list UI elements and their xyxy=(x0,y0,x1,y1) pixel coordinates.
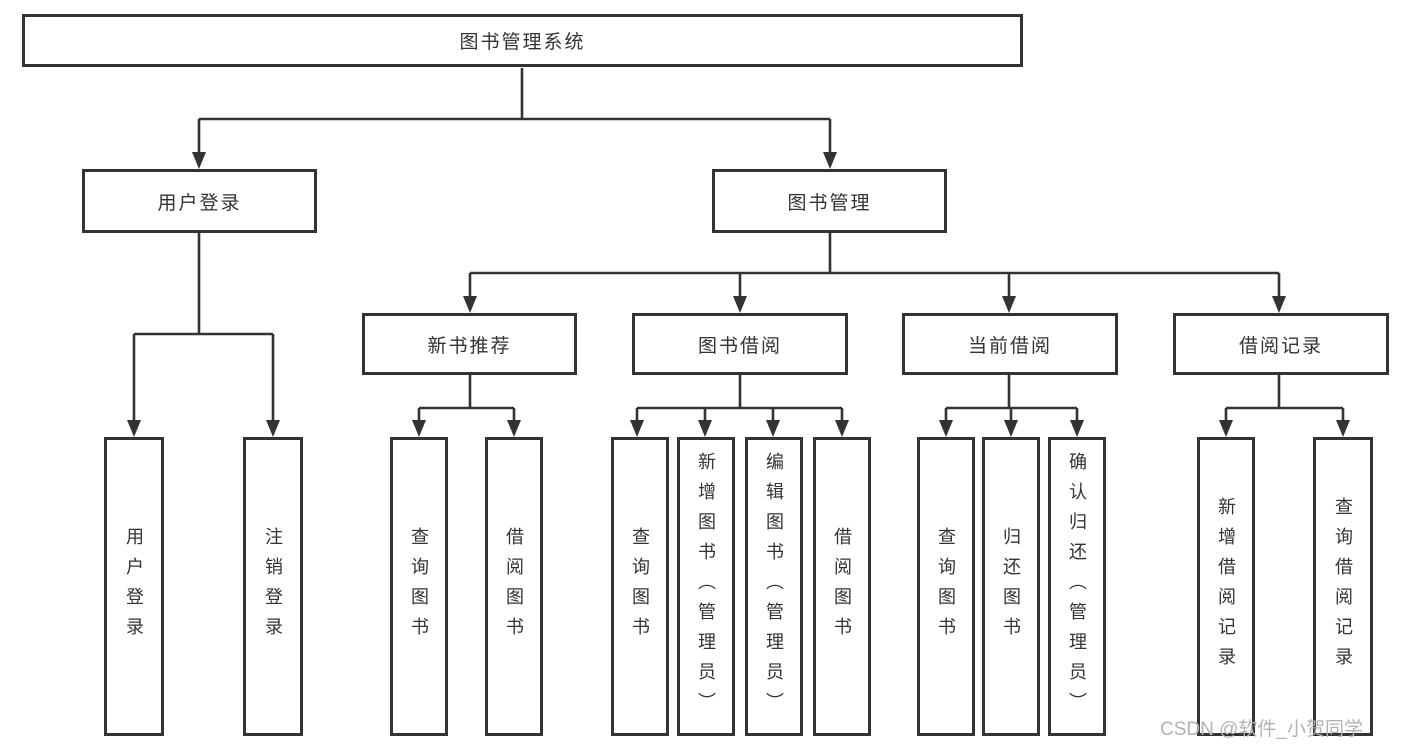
node-label: 图书管理系统 xyxy=(459,32,586,53)
connector-path xyxy=(132,68,1345,434)
leaf-label: 新增借阅记录 xyxy=(1216,496,1236,677)
node-label: 借阅记录 xyxy=(1238,335,1323,357)
leaf-label: 新增图书（管理员） xyxy=(696,451,716,722)
leaf-edit-book-admin: 编辑图书（管理员） xyxy=(745,437,803,736)
leaf-confirm-return-admin: 确认归还（管理员） xyxy=(1048,437,1106,736)
leaf-label: 借阅图书 xyxy=(832,526,852,647)
leaf-label: 确认归还（管理员） xyxy=(1067,451,1087,722)
node-book-borrowing: 图书借阅 xyxy=(632,313,848,375)
node-new-book-recommendation: 新书推荐 xyxy=(362,313,577,375)
leaf-label: 查询借阅记录 xyxy=(1333,496,1353,677)
node-label: 图书管理 xyxy=(787,192,872,214)
leaf-add-borrow-record: 新增借阅记录 xyxy=(1197,437,1255,736)
node-book-management: 图书管理 xyxy=(712,169,947,233)
leaf-borrow-books-borrowing: 借阅图书 xyxy=(813,437,871,736)
leaf-logout: 注销登录 xyxy=(243,437,303,736)
node-label: 用户登录 xyxy=(157,192,242,214)
node-label: 图书借阅 xyxy=(697,335,782,357)
leaf-query-books-borrowing: 查询图书 xyxy=(611,437,669,736)
leaf-query-books-recommendation: 查询图书 xyxy=(390,437,448,736)
node-label: 当前借阅 xyxy=(967,335,1052,357)
leaf-query-books-current: 查询图书 xyxy=(917,437,975,736)
leaf-return-books: 归还图书 xyxy=(982,437,1040,736)
leaf-label: 注销登录 xyxy=(263,526,283,647)
leaf-label: 用户登录 xyxy=(124,526,144,647)
watermark: CSDN @软件_小贺同学 xyxy=(1160,719,1363,740)
node-borrowing-records: 借阅记录 xyxy=(1173,313,1389,375)
leaf-label: 查询图书 xyxy=(936,526,956,647)
leaf-add-book-admin: 新增图书（管理员） xyxy=(677,437,735,736)
leaf-query-borrow-record: 查询借阅记录 xyxy=(1313,437,1373,736)
leaf-borrow-books-recommendation: 借阅图书 xyxy=(485,437,543,736)
node-library-management-system: 图书管理系统 xyxy=(22,14,1023,67)
node-current-borrowing: 当前借阅 xyxy=(902,313,1118,375)
leaf-label: 编辑图书（管理员） xyxy=(764,451,784,722)
node-user-login: 用户登录 xyxy=(82,169,317,233)
leaf-label: 归还图书 xyxy=(1001,526,1021,647)
leaf-label: 查询图书 xyxy=(409,526,429,647)
leaf-label: 查询图书 xyxy=(630,526,650,647)
node-label: 新书推荐 xyxy=(427,335,512,357)
leaf-user-login: 用户登录 xyxy=(104,437,164,736)
leaf-label: 借阅图书 xyxy=(504,526,524,647)
